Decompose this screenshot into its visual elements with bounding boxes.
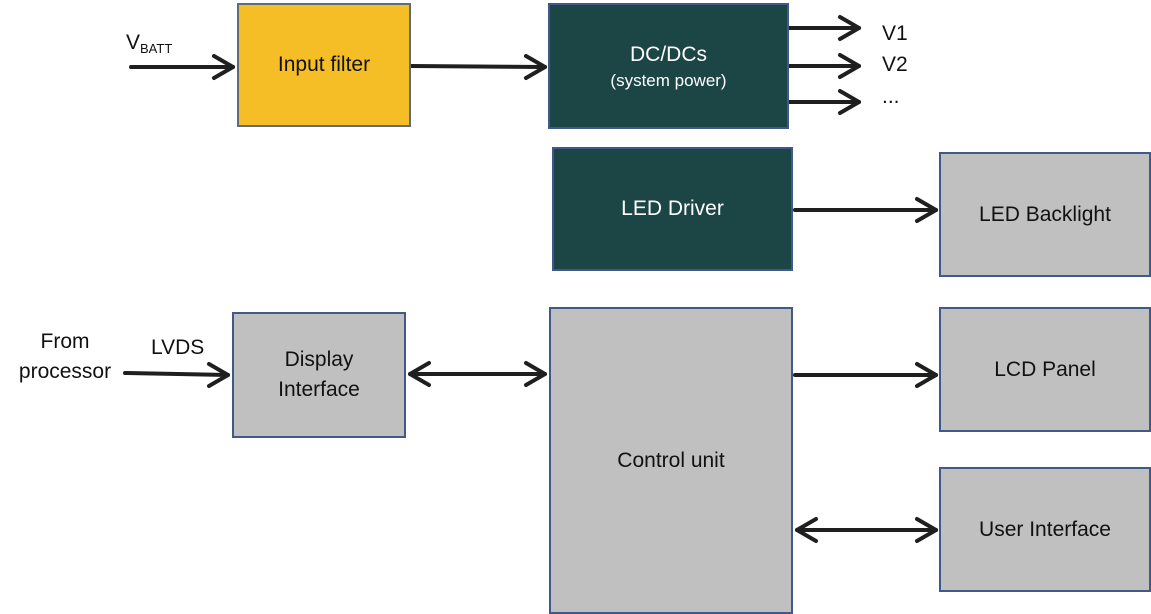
output-v1-label: V1 — [882, 22, 908, 45]
lcd-panel-block: LCD Panel — [939, 307, 1151, 432]
dcdc-title: DC/DCs — [630, 43, 707, 66]
arrow-display-control — [408, 361, 547, 387]
arrow-driver-to-backlight — [793, 197, 938, 223]
display-interface-block: Display Interface — [232, 312, 406, 438]
arrow-lvds-to-display — [123, 362, 230, 388]
led-backlight-label: LED Backlight — [979, 202, 1111, 226]
from-line2: processor — [18, 360, 112, 383]
display-interface-line2: Interface — [278, 378, 360, 401]
control-unit-label: Control unit — [617, 448, 725, 472]
arrow-control-to-lcd — [793, 362, 938, 388]
led-driver-label: LED Driver — [621, 197, 724, 220]
led-backlight-block: LED Backlight — [939, 152, 1151, 277]
control-unit-block: Control unit — [549, 307, 793, 614]
from-processor-label: From processor — [8, 327, 122, 387]
input-filter-label: Input filter — [277, 53, 371, 76]
from-line1: From — [40, 330, 90, 353]
user-interface-label: User Interface — [979, 517, 1111, 541]
dcdc-block: DC/DCs (system power) — [548, 3, 789, 129]
arrow-control-user — [795, 517, 938, 543]
lcd-panel-label: LCD Panel — [994, 357, 1096, 381]
vbatt-subscript: BATT — [140, 41, 173, 56]
dcdc-subtitle: (system power) — [610, 71, 727, 90]
arrow-dcdc-to-v2 — [787, 53, 861, 79]
user-interface-block: User Interface — [939, 467, 1151, 592]
output-v2-label: V2 — [882, 53, 908, 76]
arrow-dcdc-to-v1 — [787, 15, 861, 41]
display-interface-line1: Display — [284, 348, 354, 371]
vbatt-label: VBATT — [126, 30, 172, 62]
output-more-label: ... — [882, 85, 900, 108]
vbatt-main: V — [126, 31, 141, 54]
input-filter-block: Input filter — [237, 3, 411, 127]
arrow-dcdc-to-more — [787, 89, 861, 115]
led-driver-block: LED Driver — [552, 147, 793, 271]
arrow-vbatt-to-filter — [129, 54, 235, 80]
arrow-filter-to-dcdc — [409, 54, 547, 80]
lvds-label: LVDS — [151, 336, 205, 359]
